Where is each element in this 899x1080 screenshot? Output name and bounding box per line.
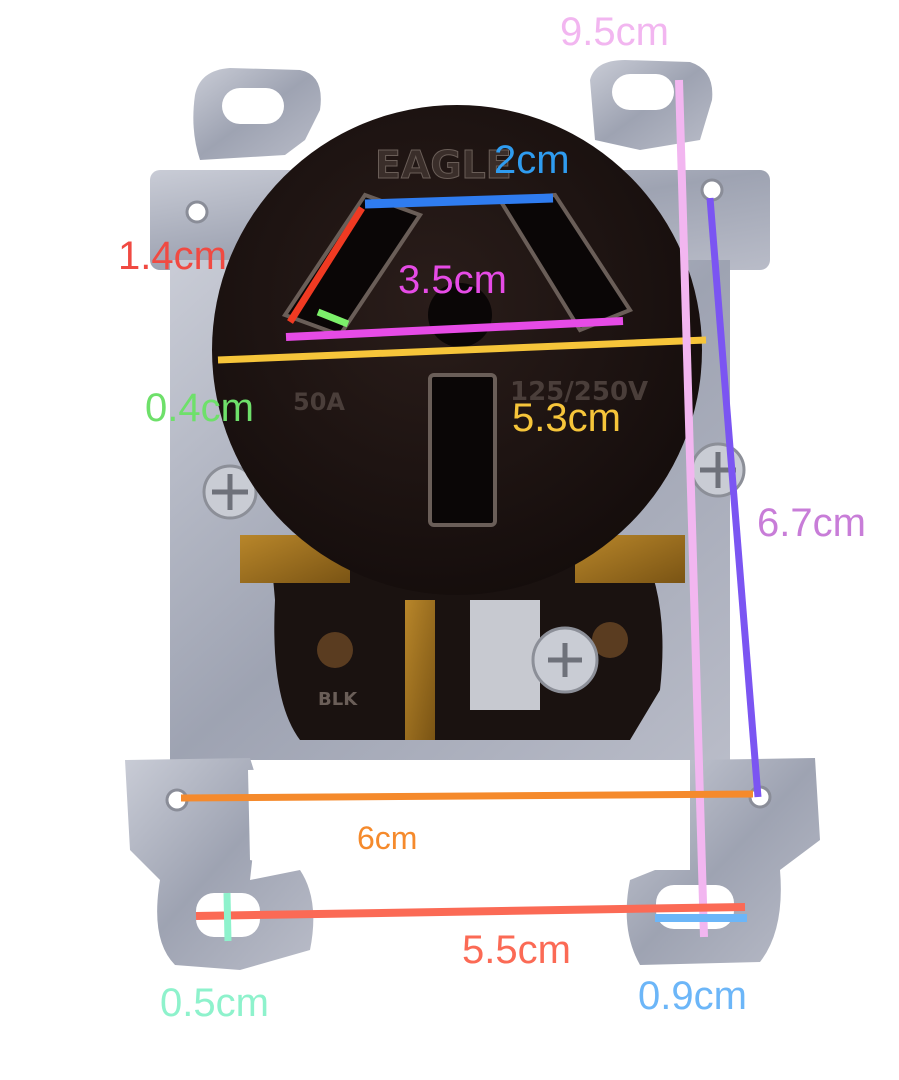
receptacle-body: BLK [240, 535, 685, 740]
voltage-rating: 125/250V [510, 377, 648, 407]
strap-slot-height-line [223, 892, 232, 942]
strap-slot-height-label: 0.5cm [160, 981, 269, 1025]
mount-hole-spacing-line [180, 790, 754, 802]
slot-spacing-label: 2cm [494, 138, 570, 182]
face-diameter-line [217, 336, 707, 364]
strap-slot-spacing-line [195, 903, 746, 920]
mount-height-line [706, 197, 762, 798]
slot-span-label: 3.5cm [398, 258, 507, 302]
face-diameter-label: 5.3cm [512, 396, 621, 440]
slot-span-line [285, 317, 624, 341]
mount-height-label: 6.7cm [757, 501, 866, 545]
slot-width-line [316, 308, 350, 328]
strap-slot-width-label: 0.9cm [638, 974, 747, 1018]
strap-slot-spacing-label: 5.5cm [462, 928, 571, 972]
slot-length-label: 1.4cm [118, 234, 227, 278]
total-height-label: 9.5cm [560, 10, 669, 54]
terminal-label: BLK [318, 689, 358, 710]
slot-spacing-line [364, 193, 554, 209]
amp-rating: 50A [293, 388, 345, 416]
slot-width-label: 0.4cm [145, 386, 254, 430]
neutral-slot [428, 373, 497, 527]
brand-logo: EAGLE [375, 143, 512, 187]
measurement-lines [180, 79, 762, 942]
mount-hole-spacing-label: 6cm [357, 820, 418, 856]
slot-length-line [287, 206, 365, 324]
